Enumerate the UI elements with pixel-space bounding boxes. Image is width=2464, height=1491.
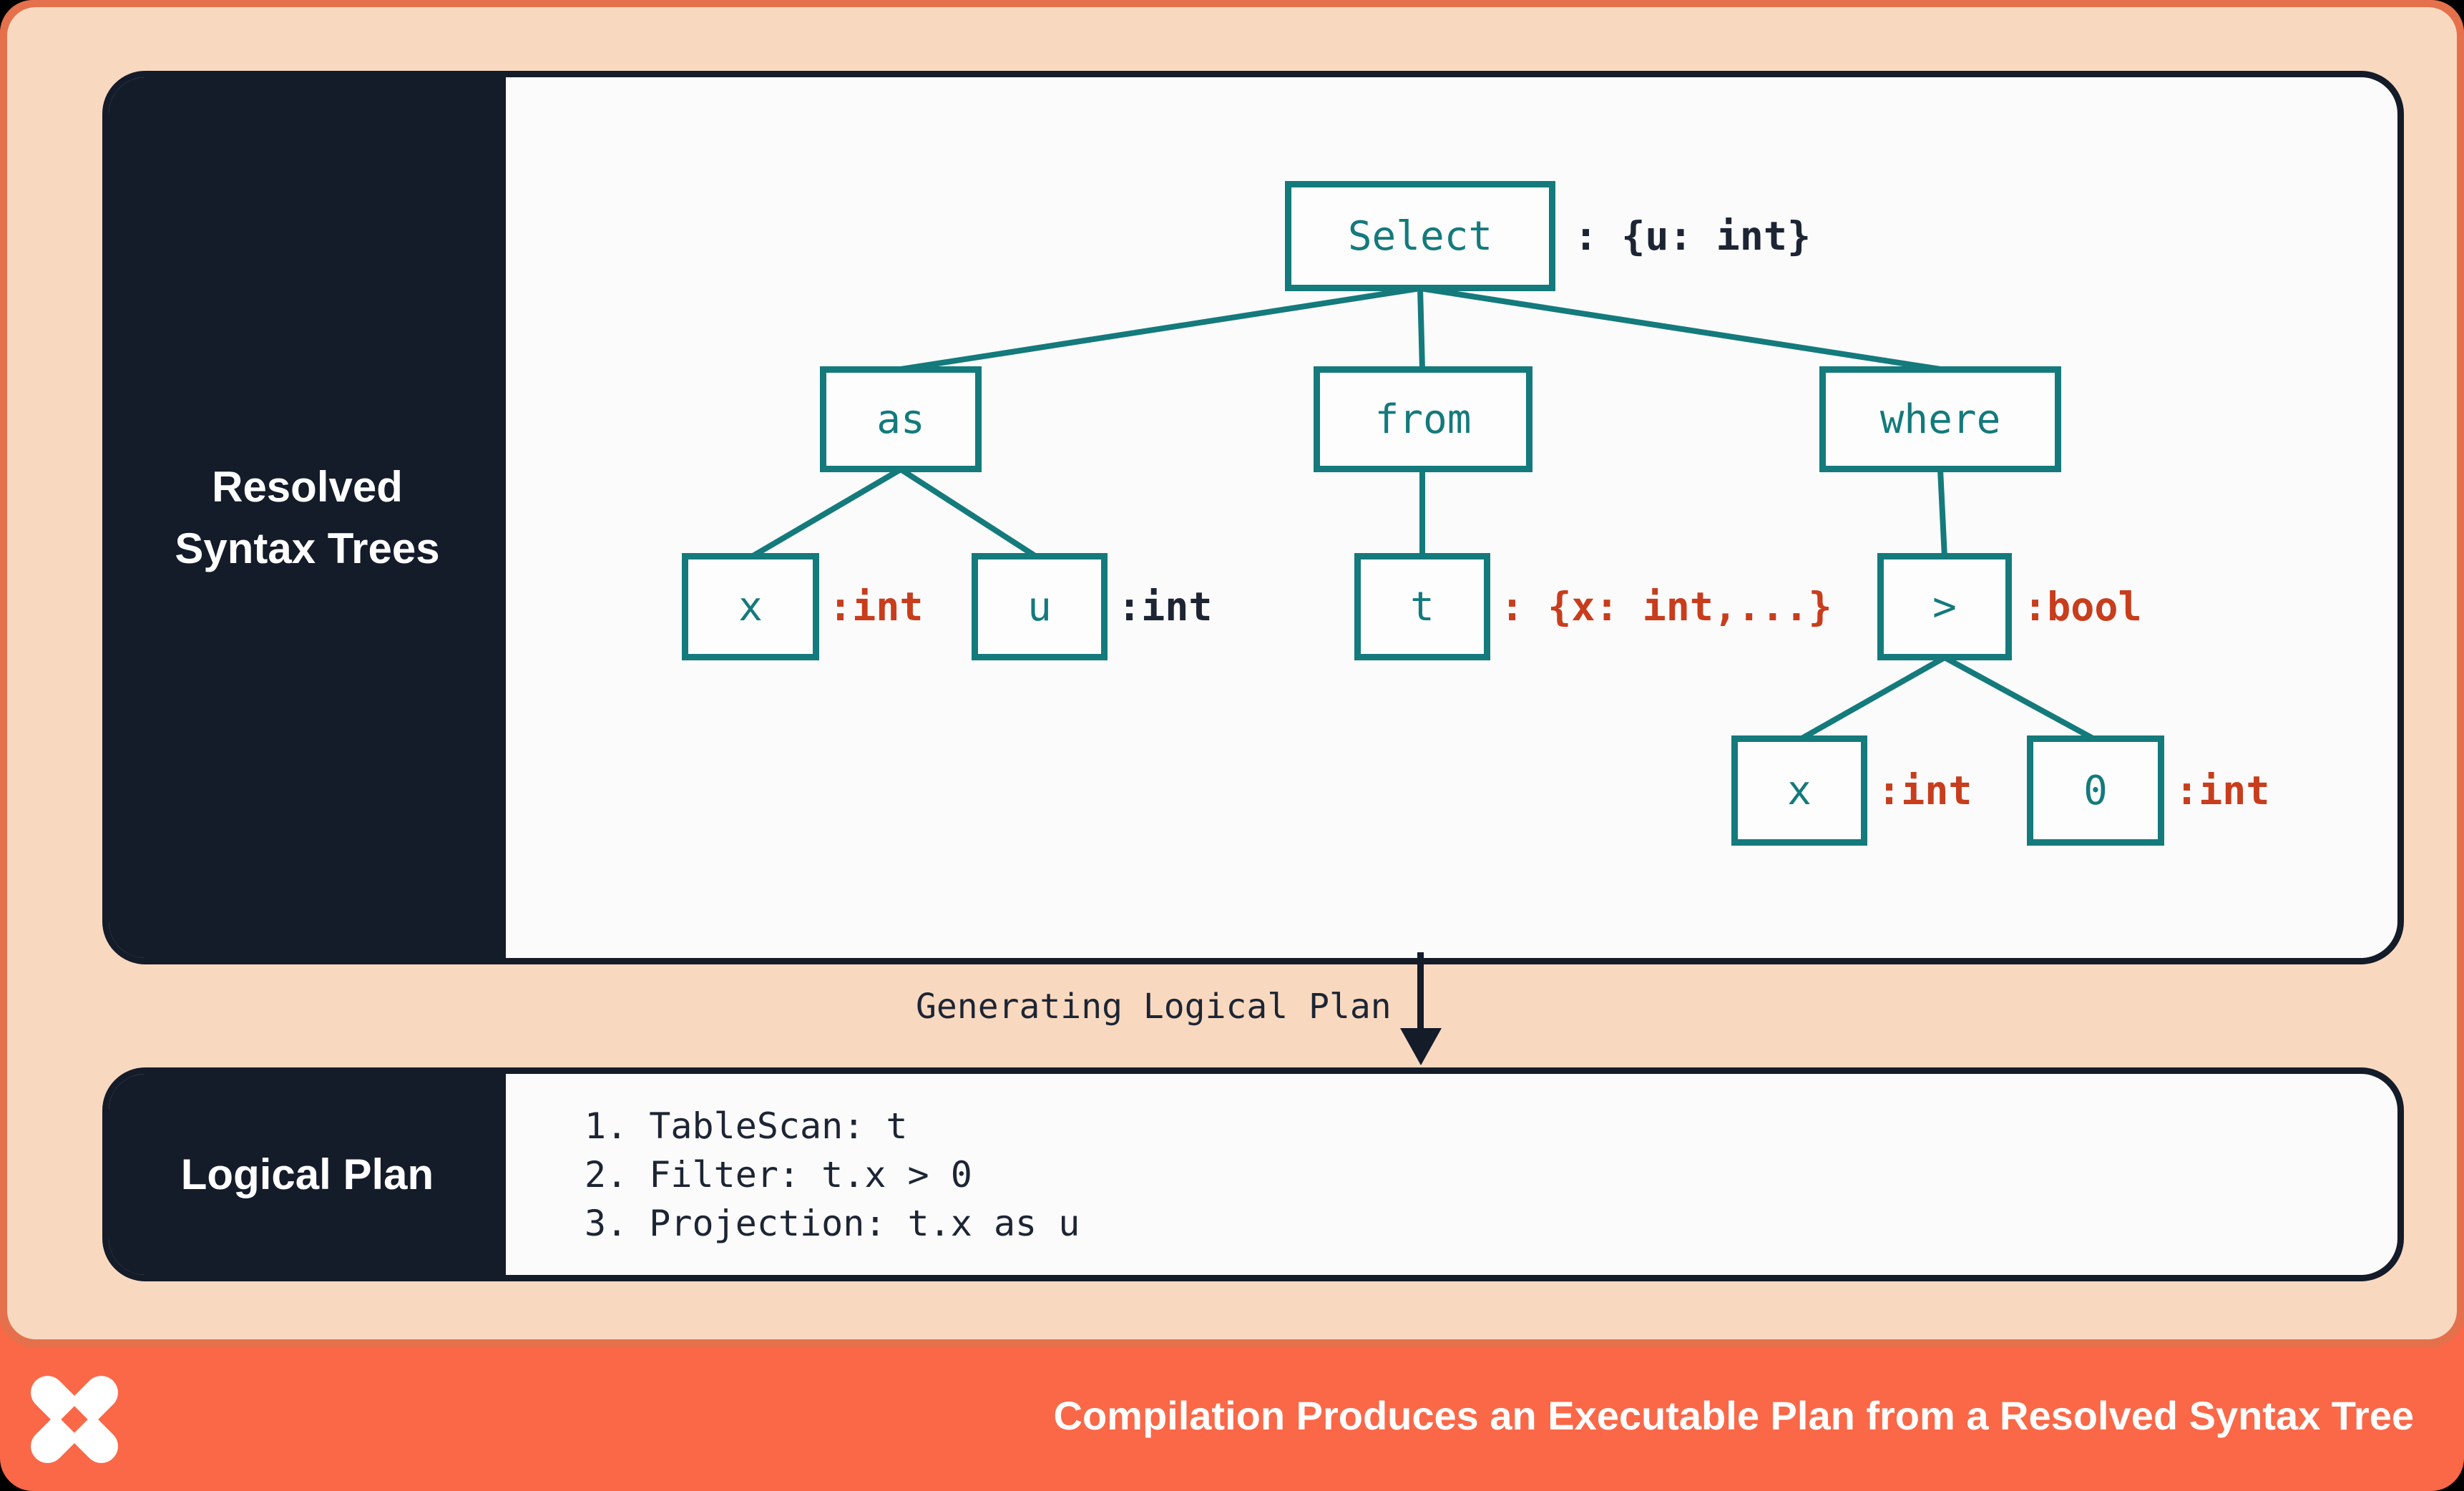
tree-node-x-operand: x [1731, 735, 1867, 846]
tree-node-t: t [1354, 553, 1490, 660]
tree-node-u: u [972, 553, 1108, 660]
node-label: t [1410, 583, 1434, 630]
type-annotation-x-operand: :int [1877, 768, 1972, 813]
tree-node-x: x [682, 553, 819, 660]
transition-label: Generating Logical Plan [916, 987, 1392, 1027]
node-label: as [876, 396, 925, 443]
tree-node-select: Select [1285, 181, 1555, 291]
logical-plan-steps: 1. TableScan: t 2. Filter: t.x > 0 3. Pr… [585, 1074, 1080, 1275]
type-annotation-t: : {x: int,...} [1500, 584, 1832, 630]
pinwheel-x-logo-icon [31, 1376, 118, 1463]
node-label: Select [1347, 212, 1493, 260]
node-label: > [1932, 583, 1957, 630]
plan-step: 3. Projection: t.x as u [585, 1202, 1080, 1244]
logical-plan-panel: Logical Plan 1. TableScan: t 2. Filter: … [102, 1067, 2404, 1281]
node-label: u [1027, 583, 1052, 630]
node-label: from [1374, 396, 1472, 443]
tree-node-where: where [1819, 366, 2061, 472]
type-annotation-u: :int [1118, 584, 1213, 630]
type-annotation-select: : {u: int} [1574, 213, 1812, 259]
type-annotation-zero: :int [2175, 768, 2270, 813]
tree-node-as: as [820, 366, 982, 472]
type-annotation-greater-than: :bool [2023, 584, 2142, 630]
node-label: x [738, 583, 763, 630]
plan-step: 1. TableScan: t [585, 1105, 908, 1147]
footer-bar: Compilation Produces an Executable Plan … [0, 1339, 2464, 1491]
type-annotation-x: :int [828, 584, 924, 630]
down-arrow-line [1417, 952, 1424, 1031]
node-label: x [1787, 767, 1812, 814]
footer-title: Compilation Produces an Executable Plan … [1053, 1392, 2414, 1438]
resolved-panel-sidebar: Resolved Syntax Trees [109, 77, 506, 958]
tree-node-greater-than: > [1877, 553, 2012, 660]
node-label: where [1879, 396, 2001, 443]
resolved-syntax-trees-panel: Resolved Syntax Trees [102, 71, 2404, 964]
node-label: 0 [2083, 767, 2108, 814]
down-arrow-head-icon [1400, 1028, 1442, 1065]
logical-panel-label: Logical Plan [180, 1150, 434, 1198]
tree-node-from: from [1314, 366, 1532, 472]
logical-panel-sidebar: Logical Plan [109, 1074, 506, 1275]
resolved-panel-label: Resolved Syntax Trees [175, 462, 440, 572]
tree-node-zero: 0 [2027, 735, 2164, 846]
plan-step: 2. Filter: t.x > 0 [585, 1153, 972, 1196]
